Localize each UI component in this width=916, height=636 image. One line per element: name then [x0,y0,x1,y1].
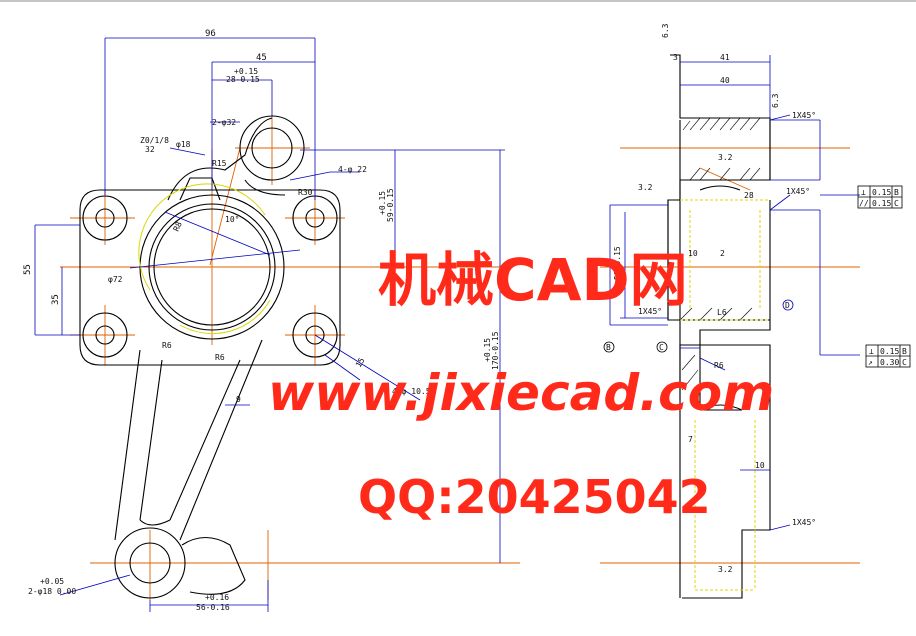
dim-r15: R15 [212,159,227,168]
tol-upper-1-symbol: ⊥ [861,188,866,197]
side-dim-58: 58-0.15 [613,246,622,280]
side-view: 6.3 3 41 40 6.3 1X45° 3.2 3.2 28 1X45° 1… [600,23,911,599]
tolerance-frame-upper: ⊥ 0.15 B // 0.15 C [857,185,903,209]
datum-d: D [785,301,790,310]
dim-r8: R8 [172,220,184,233]
watermark-site-name: 机械CAD网 [378,246,688,314]
side-r6: R6 [714,361,724,370]
dim-56-tol: +0.16 [205,593,229,602]
datum-c-circle [656,341,668,353]
side-surface-32c: 3.2 [718,565,733,574]
side-dim-2: 2 [720,249,725,258]
tol-lower-2-value: 0.30 [880,358,899,367]
dim-45: 45 [256,53,267,63]
side-surface-63b: 6.3 [771,93,780,108]
side-l6: L6 [717,308,727,317]
hidden-arc-2 [179,299,271,335]
front-dimension-lines [34,37,505,612]
side-chamfer-3: 1X45° [638,307,662,316]
datum-b: B [606,343,611,352]
tol-lower-2-symbol: ↗ [868,358,873,367]
side-dim-3: 3 [673,53,678,62]
tol-lower-1-value: 0.15 [880,347,899,356]
dim-4phi22: 4-φ 22 [338,165,367,174]
dim-r30: R30 [298,188,313,197]
tol-upper-1-value: 0.15 [872,188,891,197]
dim-r6-a: R6 [162,341,172,350]
tolerance-frame-lower: ⊥ 0.15 B ↗ 0.30 C [865,344,911,368]
dim-28: 28-0.15 [226,75,260,84]
side-dim-10b: 10 [755,461,765,470]
surface-finish-a: Z0/1/8 [140,136,169,145]
side-dim-7: 7 [688,435,693,444]
watermark-url: www.jixiecad.com [268,364,774,422]
dim-59-tol: +0.15 [378,191,387,215]
dim-35: 35 [51,294,61,305]
dim-phi18: φ18 [176,140,191,149]
side-dim-28: 28 [744,191,754,200]
side-chamfer-2: 1X45° [786,187,810,196]
dim-2phi32: 2-φ32 [212,118,236,127]
dim-96: 96 [205,29,216,39]
dim-59: 59-0.15 [386,188,395,222]
side-dim-41: 41 [720,53,730,62]
tol-lower-2-datum: C [902,358,907,367]
side-dimension-lines [609,55,860,531]
datum-c: C [659,343,664,352]
front-dimension-texts: 96 45 +0.15 28-0.15 2-φ32 Z0/1/8 32 φ18 … [23,29,500,612]
side-dimension-texts: 6.3 3 41 40 6.3 1X45° 3.2 3.2 28 1X45° 1… [603,23,816,574]
dim-r6-b: R6 [215,353,225,362]
watermark: 机械CAD网 www.jixiecad.com QQ:20425042 [268,246,774,524]
hidden-arc [138,183,266,291]
surface-finish-b: 32 [145,145,155,154]
front-view: 96 45 +0.15 28-0.15 2-φ32 Z0/1/8 32 φ18 … [23,29,520,612]
side-chamfer-4: 1X45° [792,518,816,527]
tol-lower-1-symbol: ⊥ [869,347,874,356]
datum-d-circle [782,299,794,311]
side-dim-10: 10 [688,249,698,258]
side-surface-32a: 3.2 [718,153,733,162]
dim-2phi18: 2-φ18 0.00 [28,587,76,596]
tol-upper-2-symbol: // [859,199,869,208]
dim-56: 56-0.16 [196,603,230,612]
side-center-lines [600,147,860,564]
tol-upper-2-datum: C [894,199,899,208]
dim-55: 55 [23,264,33,275]
dim-170-tol: +0.15 [483,338,492,362]
tol-lower-1-datum: B [902,347,907,356]
side-surface-63: 6.3 [661,23,670,38]
watermark-qq: QQ:20425042 [358,470,711,524]
dim-15: 15 [354,356,367,369]
dim-phi72: φ72 [108,275,123,284]
side-chamfer-1: 1X45° [792,111,816,120]
dim-10deg: 10° [225,215,239,224]
side-hatching [679,117,761,391]
side-hidden-lines [680,199,770,591]
dim-4phi10-5: 4-φ 10.5 [392,387,431,396]
side-dim-40: 40 [720,76,730,85]
dim-2phi18-tol: +0.05 [40,577,64,586]
dim-9: 9 [236,395,241,404]
datum-b-circle [603,341,615,353]
dim-28-tol: +0.15 [234,67,258,76]
tol-upper-2-value: 0.15 [872,199,891,208]
side-surface-32b: 3.2 [638,183,653,192]
tol-upper-1-datum: B [894,188,899,197]
dim-170: 170-0.15 [491,331,500,370]
